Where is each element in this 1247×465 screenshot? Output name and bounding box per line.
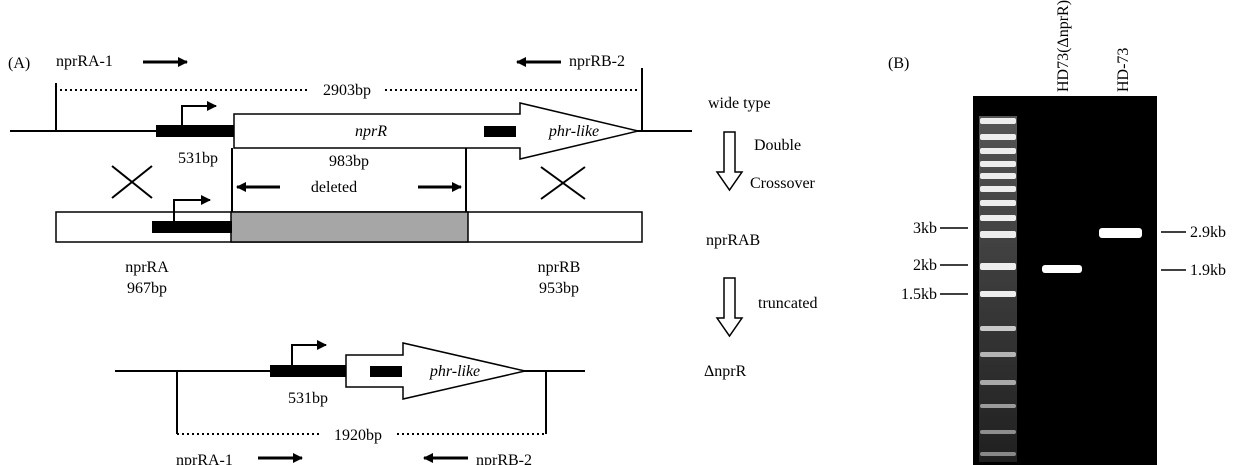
wt-span-size: 2903bp <box>323 82 371 99</box>
mutant-label: ΔnprR <box>704 363 747 380</box>
right-arm-size: 953bp <box>539 280 579 297</box>
wt-label: wide type <box>708 95 771 112</box>
wt-promoter-arrow-icon <box>181 101 217 125</box>
construct-label: nprRAB <box>706 232 760 249</box>
marker-size-label: 3kb <box>913 220 937 237</box>
mutant-internal-box <box>370 366 402 377</box>
mutant-promoter-box <box>270 365 346 377</box>
lane-wild-label: HD-73 <box>1115 48 1132 92</box>
primer-rb2-bottom: nprRB-2 <box>476 452 532 465</box>
panel-b: (B) M HD73(ΔnprR) HD <box>888 0 1226 465</box>
lane-mutant-label: HD73(ΔnprR) <box>1055 0 1072 92</box>
wt-promoter-box <box>156 125 234 137</box>
construct-deleted-region <box>230 211 469 243</box>
mutant-promoter-arrow-icon <box>291 340 327 365</box>
double-crossover-arrow-icon <box>715 131 744 192</box>
truncated-label: truncated <box>758 295 818 312</box>
left-arm-size: 967bp <box>127 280 167 297</box>
wt-gene-label: nprR <box>355 123 387 140</box>
band-size-label: 2.9kb <box>1190 224 1226 241</box>
primer-rb2-top: nprRB-2 <box>569 53 625 70</box>
marker-ladder <box>980 118 1016 456</box>
marker-smear <box>979 116 1017 462</box>
wt-internal-box <box>484 126 516 137</box>
truncated-arrow-icon <box>715 277 744 338</box>
wt-phr-label: phr-like <box>548 123 599 140</box>
deleted-size: 983bp <box>329 153 369 170</box>
left-arm-label: nprRA <box>125 259 169 276</box>
lane-marker-label: M <box>999 103 1013 120</box>
right-arm-label: nprRB <box>538 259 581 276</box>
crossover-label: Crossover <box>750 175 816 192</box>
marker-size-label: 2kb <box>913 257 937 274</box>
construct-promoter-arrow-icon <box>173 195 211 221</box>
deleted-label: deleted <box>311 179 357 196</box>
band-size-label: 1.9kb <box>1190 262 1226 279</box>
band-mutant <box>1042 265 1082 273</box>
panel-b-label: (B) <box>888 55 909 72</box>
construct-promoter-box <box>152 221 232 233</box>
panel-a-label: (A) <box>8 55 30 72</box>
double-label: Double <box>754 137 801 154</box>
wt-promoter-size: 531bp <box>178 150 218 167</box>
crossover-left-icon <box>111 165 153 199</box>
primer-ra1-bottom: nprRA-1 <box>176 452 233 465</box>
primer-ra1-top: nprRA-1 <box>56 53 113 70</box>
mutant-span-size: 1920bp <box>334 427 382 444</box>
mutant-promoter-size: 531bp <box>288 390 328 407</box>
mutant-phr-label: phr-like <box>429 363 480 380</box>
mutant-gene <box>345 342 526 400</box>
crossover-right-icon <box>540 166 586 200</box>
marker-size-label: 1.5kb <box>901 286 937 303</box>
wt-nprr-gene <box>233 102 639 160</box>
panel-a: (A) nprRA-1 nprRB-2 2903bp nprR phr-like… <box>8 53 818 465</box>
band-wild-type <box>1099 228 1142 238</box>
